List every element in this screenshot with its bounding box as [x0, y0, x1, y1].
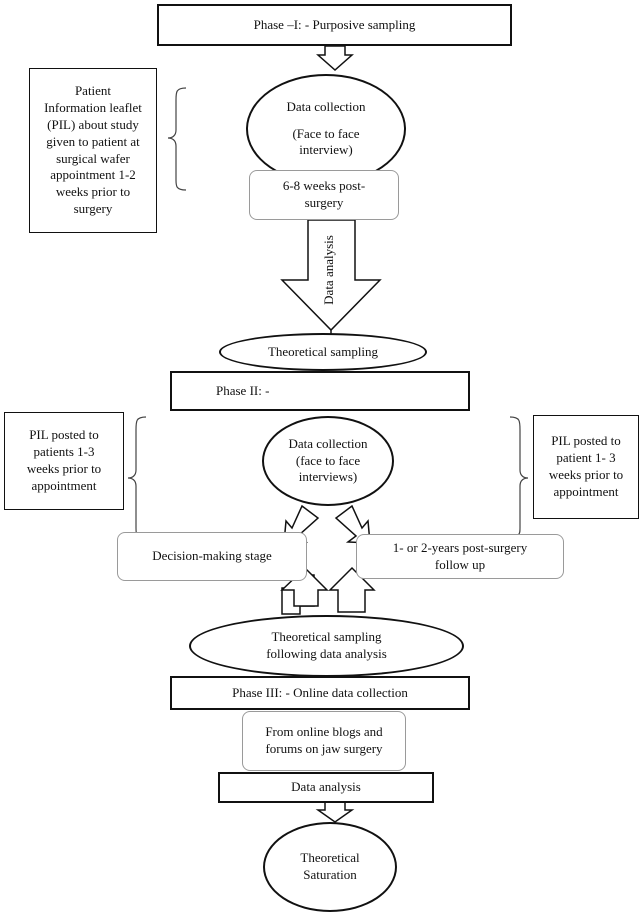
data-analysis-arrow-label: Data analysis: [321, 235, 336, 305]
decision-making-stage: Decision-making stage: [117, 532, 307, 581]
phase3-title: Phase III: - Online data collection: [232, 684, 408, 700]
data-collection-1: Data collection (Face to face interview): [246, 74, 406, 184]
post-surgery-line: surgery: [304, 195, 344, 210]
post-surgery-box-1: 6-8 weeks post- surgery: [249, 170, 399, 220]
pil-note-2-line: weeks prior to: [26, 461, 102, 476]
arrow-phase1-down: [316, 45, 354, 72]
pil-note-3-line: weeks prior to: [548, 467, 624, 482]
pil-note-3-line: PIL posted to: [551, 433, 621, 449]
pil-note-1-line: given to patient at: [46, 133, 140, 149]
theoretical-saturation: Theoretical Saturation: [263, 822, 397, 912]
pil-note-1-line: appointment 1-2: [50, 167, 136, 183]
data-collection-2-line: interviews): [298, 469, 358, 485]
data-collection-2-line: (face to face: [295, 452, 361, 468]
pil-note-1-line: Information leaflet: [44, 99, 142, 115]
data-collection-2: Data collection (face to face interviews…: [262, 416, 394, 506]
theoretical-saturation-line: Saturation: [303, 867, 357, 882]
followup-box: 1- or 2-years post-surgery follow up: [356, 534, 564, 579]
pil-note-1-line: (PIL) about study: [47, 116, 139, 132]
arrow-data-analysis-down: [315, 801, 355, 823]
pil-note-1-line: surgical wafer: [56, 150, 130, 166]
arrow-data-analysis: [280, 219, 382, 332]
pil-note-2-line: appointment: [31, 477, 97, 493]
theoretical-sampling-1: Theoretical sampling: [219, 333, 427, 371]
theoretical-sampling-2-line: following data analysis: [266, 646, 387, 661]
phase1-box: Phase –I: - Purposive sampling: [157, 4, 512, 46]
data-analysis-box: Data analysis: [218, 772, 434, 803]
pil-note-1-line: Patient: [74, 82, 112, 98]
data-collection-2-line: Data collection: [288, 435, 368, 451]
decision-making-stage-label: Decision-making stage: [152, 548, 272, 564]
phase3-box: Phase III: - Online data collection: [170, 676, 470, 710]
followup-line: 1- or 2-years post-surgery: [392, 539, 528, 555]
pil-note-3-line: patient 1- 3: [556, 450, 616, 466]
data-analysis-label: Data analysis: [291, 779, 361, 795]
pil-note-2: PIL posted to patients 1-3 weeks prior t…: [4, 412, 124, 510]
post-surgery-line: 6-8 weeks post-: [282, 178, 366, 194]
theoretical-sampling-2: Theoretical sampling following data anal…: [189, 615, 464, 677]
pil-note-1-line: weeks prior to: [55, 184, 131, 200]
pil-note-3: PIL posted to patient 1- 3 weeks prior t…: [533, 415, 639, 519]
followup-line: follow up: [434, 556, 486, 572]
arrow-double-left-head: [280, 566, 329, 607]
pil-note-1-line: surgery: [73, 201, 113, 217]
theoretical-saturation-line: Theoretical: [300, 850, 360, 866]
online-sources-line: forums on jaw surgery: [265, 741, 383, 756]
arrow-double-right-up: [328, 566, 376, 613]
pil-note-3-line: appointment: [553, 483, 619, 499]
brace-pil3: [509, 416, 529, 537]
pil-note-1: Patient Information leaflet (PIL) about …: [29, 68, 157, 233]
online-sources-box: From online blogs and forums on jaw surg…: [242, 711, 406, 771]
brace-pil1: [167, 87, 187, 191]
theoretical-sampling-1-label: Theoretical sampling: [267, 343, 379, 359]
pil-note-2-line: patients 1-3: [33, 444, 95, 460]
theoretical-sampling-2-line: Theoretical sampling: [271, 629, 382, 645]
phase1-title: Phase –I: - Purposive sampling: [253, 16, 416, 32]
brace-pil2: [127, 416, 147, 541]
data-collection-1-subtitle: interview): [299, 142, 353, 158]
phase2-box: Phase II: -: [170, 371, 470, 411]
pil-note-2-line: PIL posted to: [29, 427, 99, 443]
data-collection-1-subtitle: (Face to face: [292, 125, 360, 141]
online-sources-line: From online blogs and: [265, 724, 383, 740]
phase2-title: Phase II: -: [216, 382, 270, 398]
data-collection-1-title: Data collection: [286, 98, 366, 114]
